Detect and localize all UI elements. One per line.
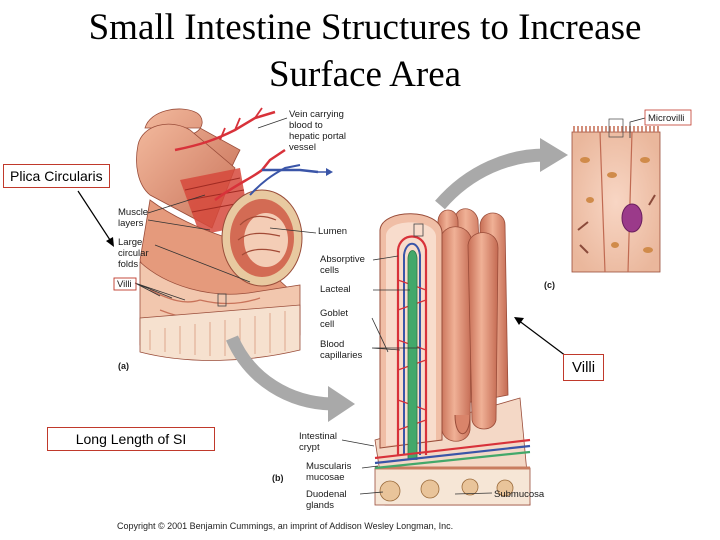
label-intestinal-crypt-2: crypt: [299, 442, 320, 453]
label-intestinal-crypt: Intestinal: [299, 431, 337, 442]
label-muscle-layers-2: layers: [118, 218, 144, 229]
diagram-labels: Vein carrying blood to hepatic portal ve…: [117, 109, 692, 511]
label-microvilli: Microvilli: [648, 113, 684, 124]
label-goblet-cell: Goblet: [320, 308, 348, 319]
callout-arrows: [77, 190, 567, 357]
page-title: Small Intestine Structures to Increase S…: [0, 4, 720, 98]
label-vein-2: blood to: [289, 120, 323, 131]
villi-block: [374, 208, 531, 506]
label-circular-folds-3: folds: [118, 259, 138, 270]
label-blood-capillaries-2: capillaries: [320, 350, 362, 361]
label-vein: Vein carrying: [289, 109, 344, 120]
label-lacteal: Lacteal: [320, 284, 351, 295]
callout-connectors: [113, 277, 137, 291]
label-duodenal-glands-2: glands: [306, 500, 334, 511]
intestine-tube: [136, 108, 303, 361]
mesenteric-vessels: [174, 107, 333, 202]
label-absorptive-cells-2: cells: [320, 265, 339, 276]
label-vein-4: vessel: [289, 142, 316, 153]
label-circular-folds-2: circular: [118, 248, 149, 259]
callout-plica-circularis: Plica Circularis: [3, 164, 110, 188]
panel-label-c: (c): [544, 280, 555, 290]
label-vein-3: hepatic portal: [289, 131, 346, 142]
magnify-arrows: [226, 138, 568, 422]
copyright-notice: Copyright © 2001 Benjamin Cummings, an i…: [117, 521, 454, 531]
label-muscularis-mucosae-2: mucosae: [306, 472, 345, 483]
label-goblet-cell-2: cell: [320, 319, 334, 330]
label-absorptive-cells: Absorptive: [320, 254, 365, 265]
callout-long-length: Long Length of SI: [47, 427, 215, 451]
title-line-2: Surface Area: [268, 54, 462, 95]
label-blood-capillaries: Blood: [320, 339, 344, 350]
panel-label-b: (b): [272, 473, 284, 483]
label-duodenal-glands: Duodenal: [306, 489, 347, 500]
leader-lines: [134, 117, 646, 495]
label-lumen: Lumen: [318, 226, 347, 237]
label-submucosa: Submucosa: [494, 489, 545, 500]
title-line-1: Small Intestine Structures to Increase: [88, 7, 642, 48]
callout-villi: Villi: [563, 354, 605, 381]
label-circular-folds: Large: [118, 237, 142, 248]
panel-label-a: (a): [118, 361, 129, 371]
label-muscle-layers: Muscle: [118, 207, 148, 218]
label-muscularis-mucosae: Muscularis: [306, 461, 352, 472]
label-villi-a: Villi: [117, 279, 132, 290]
microvilli-cells: [571, 118, 661, 273]
